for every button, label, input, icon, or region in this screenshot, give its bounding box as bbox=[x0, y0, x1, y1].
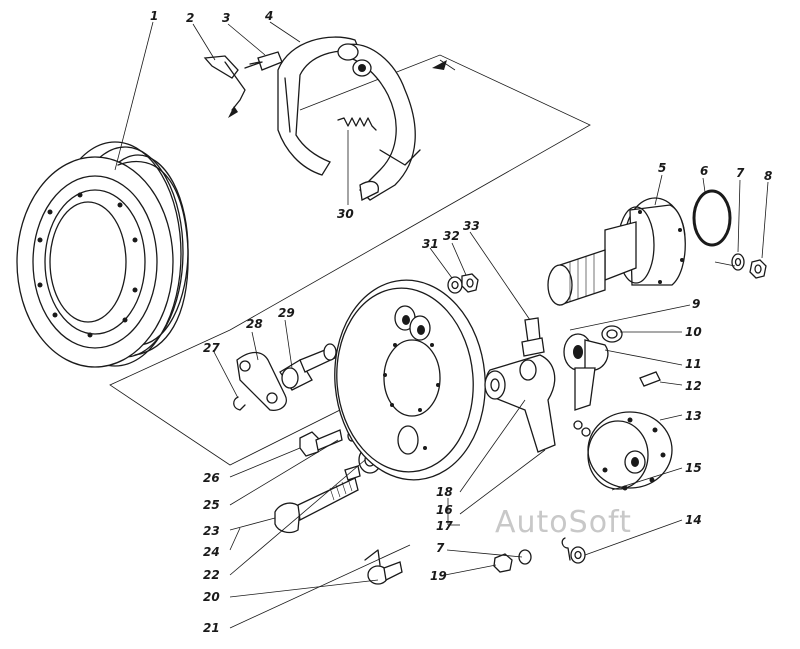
callout-30: 30 bbox=[337, 207, 354, 221]
callout-31: 31 bbox=[422, 237, 439, 251]
seal-ring bbox=[692, 189, 732, 247]
callout-26: 26 bbox=[203, 471, 220, 485]
callout-17: 17 bbox=[436, 519, 453, 533]
backing-plate-bolt bbox=[299, 429, 357, 457]
axle-spindle bbox=[547, 197, 686, 306]
callout-9: 9 bbox=[692, 297, 700, 311]
callout-7b: 7 bbox=[436, 541, 445, 555]
anchor-pin-clip bbox=[203, 51, 283, 118]
callout-20: 20 bbox=[203, 590, 220, 604]
callout-23: 23 bbox=[203, 524, 220, 538]
callout-16: 16 bbox=[436, 503, 453, 517]
callout-6: 6 bbox=[700, 164, 708, 178]
callout-13: 13 bbox=[685, 409, 702, 423]
washer-and-nut bbox=[714, 253, 767, 279]
callout-18: 18 bbox=[436, 485, 453, 499]
cam-shaft-bolt bbox=[274, 446, 382, 534]
leader-lines bbox=[114, 21, 769, 629]
callout-28: 28 bbox=[246, 317, 263, 331]
callout-4: 4 bbox=[264, 9, 273, 23]
brake-backing-plate bbox=[334, 279, 486, 481]
callout-24: 24 bbox=[203, 545, 220, 559]
wheel-hub bbox=[573, 411, 673, 491]
nut-washer-fitting bbox=[447, 273, 545, 357]
callout-labels: 1 2 3 4 5 6 7 8 9 10 11 12 13 15 14 18 1… bbox=[150, 9, 772, 635]
brake-drum bbox=[16, 141, 189, 368]
assembly-axis-lines bbox=[109, 54, 591, 466]
callout-27: 27 bbox=[203, 341, 220, 355]
bottom-fasteners bbox=[493, 537, 586, 573]
brake-shoes bbox=[277, 36, 421, 201]
callout-7a: 7 bbox=[736, 166, 745, 180]
eccentric-plate bbox=[233, 343, 337, 411]
callout-15: 15 bbox=[685, 461, 702, 475]
watermark: AutoSoft bbox=[495, 505, 632, 540]
callout-11: 11 bbox=[685, 357, 702, 371]
callout-29: 29 bbox=[278, 306, 295, 320]
callout-12: 12 bbox=[685, 379, 702, 393]
callout-8: 8 bbox=[764, 169, 772, 183]
callout-25: 25 bbox=[203, 498, 220, 512]
callout-33: 33 bbox=[463, 219, 480, 233]
callout-3: 3 bbox=[222, 11, 230, 25]
cam-bracket bbox=[484, 354, 556, 453]
callout-2: 2 bbox=[186, 11, 194, 25]
callout-22: 22 bbox=[203, 568, 220, 582]
callout-32: 32 bbox=[443, 229, 460, 243]
callout-5: 5 bbox=[658, 161, 666, 175]
lower-pin bbox=[364, 549, 403, 585]
slack-adjuster bbox=[563, 325, 661, 411]
callout-10: 10 bbox=[685, 325, 702, 339]
callout-19: 19 bbox=[430, 569, 447, 583]
callout-21: 21 bbox=[203, 621, 220, 635]
callout-1: 1 bbox=[150, 9, 158, 23]
callout-14: 14 bbox=[685, 513, 702, 527]
